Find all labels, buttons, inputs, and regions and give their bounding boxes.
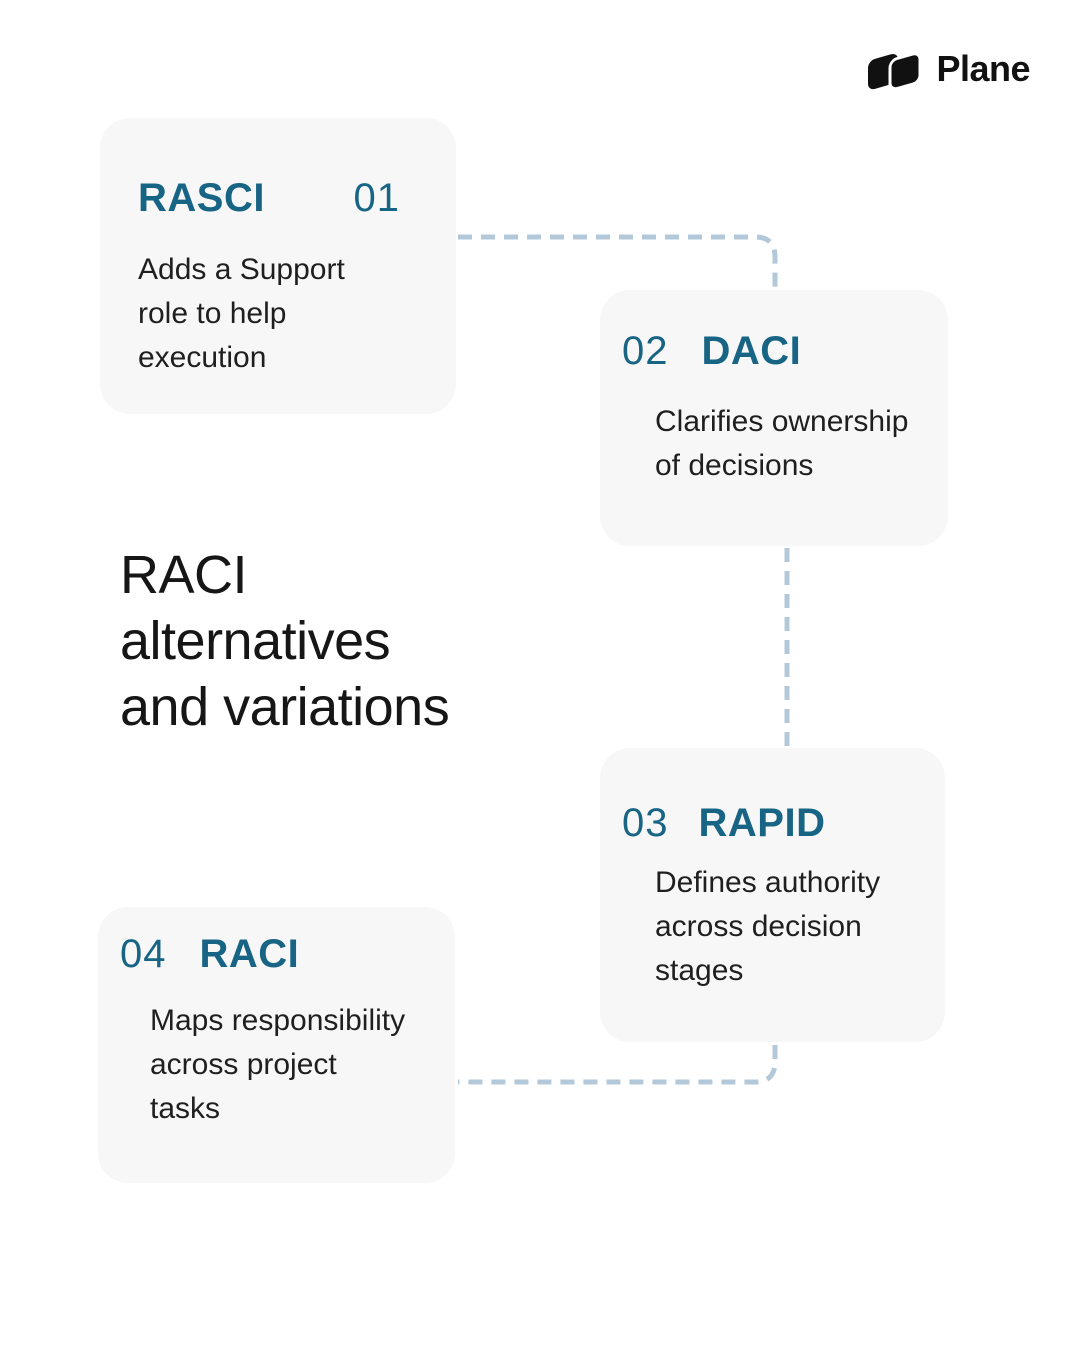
card-number: 01 <box>353 176 400 220</box>
card-number: 02 <box>622 329 669 373</box>
connector-card3-to-card4 <box>458 1045 778 1085</box>
card-number: 03 <box>622 801 669 845</box>
card-acronym: RAPID <box>698 801 826 845</box>
plane-logo-icon <box>868 52 922 91</box>
card-header: 04 RACI <box>120 930 299 978</box>
card-header: RASCI 01 <box>138 174 400 222</box>
card-acronym: RACI <box>199 932 300 976</box>
card-header: 02 DACI <box>622 327 801 375</box>
plane-logo-text: Plane <box>936 48 1030 89</box>
connector-card1-to-card2 <box>458 234 778 289</box>
plane-logo: Plane <box>864 44 1030 94</box>
card-number: 04 <box>120 932 167 976</box>
card-header: 03 RAPID <box>622 799 825 847</box>
card-acronym: RASCI <box>138 176 265 220</box>
card-acronym: DACI <box>701 329 802 373</box>
